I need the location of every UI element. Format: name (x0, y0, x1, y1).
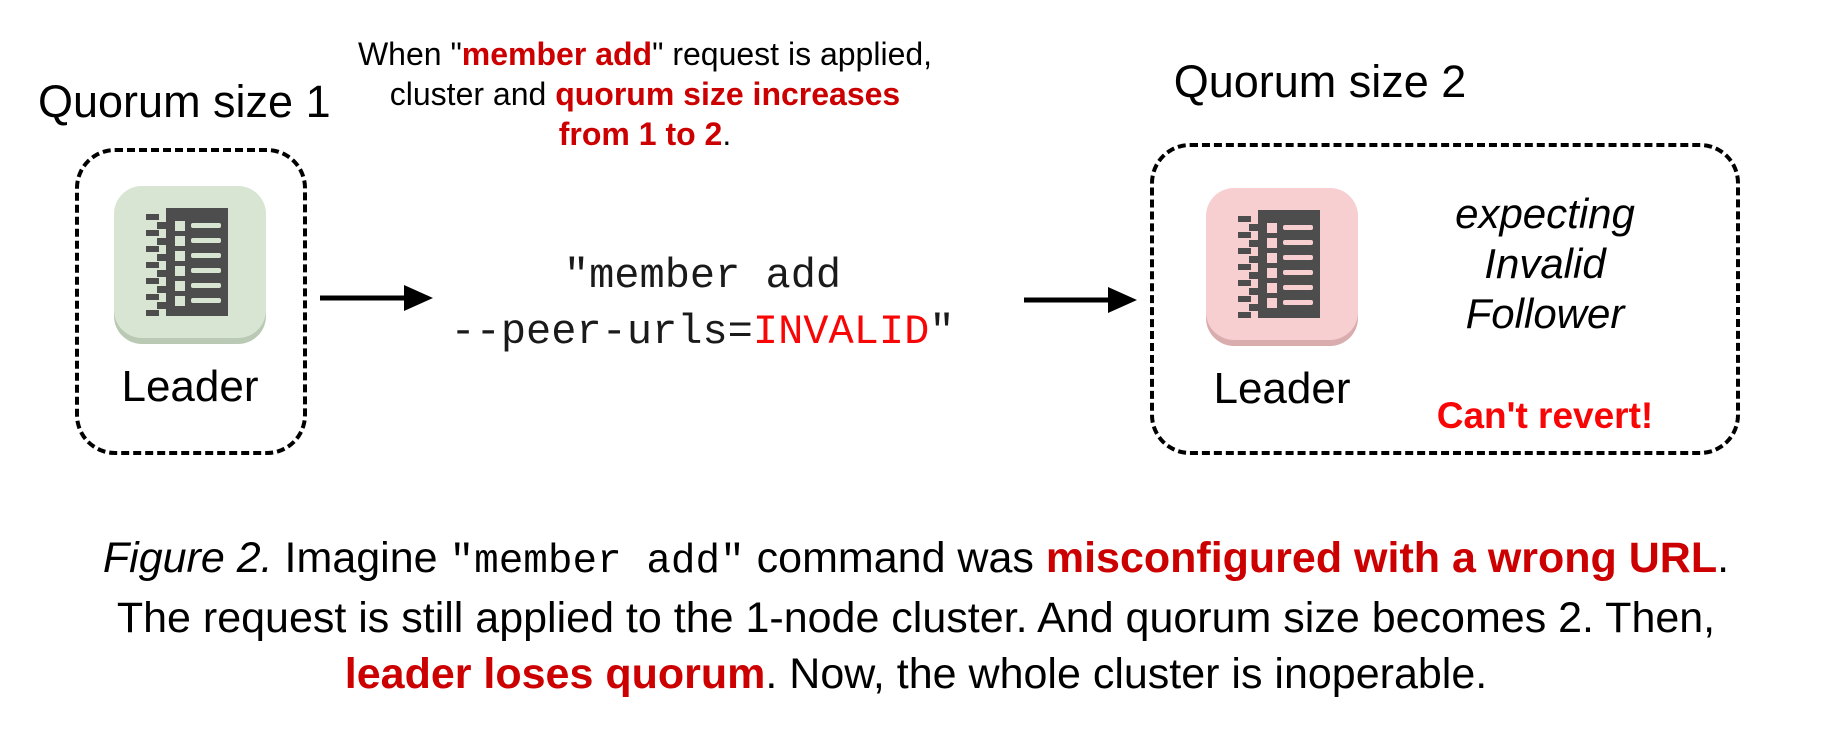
quorum-size-2-title: Quorum size 2 (1173, 56, 1467, 107)
arrow-right-icon (320, 285, 433, 311)
invalid-url-highlight: INVALID (752, 308, 930, 356)
expecting-invalid-follower-text: expecting Invalid Follower (1455, 190, 1635, 337)
command-line-1: "member add (563, 252, 842, 300)
figure-caption: Figure 2. Imagine "member add" command w… (0, 530, 1832, 702)
etcd-node-icon (114, 186, 266, 338)
member-add-command: "member add --peer-urls=INVALID" (420, 248, 985, 360)
member-add-highlight: member add (461, 36, 653, 72)
leader-node-failed: Leader (1206, 188, 1358, 414)
caption-line-3: leader loses quorum. Now, the whole clus… (344, 650, 1488, 698)
cant-revert-warning: Can't revert! (1436, 395, 1654, 436)
misconfigured-highlight: misconfigured with a wrong URL (1045, 534, 1718, 582)
ledger-list-icon (146, 208, 228, 316)
annotation-line-3: from 1 to 2. (558, 116, 732, 152)
quorum-increase-highlight: quorum size increases (555, 76, 901, 112)
member-add-code: "member add" (449, 539, 745, 585)
caption-line-2: The request is still applied to the 1-no… (116, 594, 1716, 642)
annotation-line-1: When "member add" request is applied, (357, 36, 933, 72)
leader-node-healthy: Leader (114, 186, 266, 412)
command-line-2: --peer-urls=INVALID" (450, 308, 955, 356)
ledger-list-icon (1238, 210, 1320, 318)
quorum-size-1-title: Quorum size 1 (38, 76, 331, 127)
member-add-annotation: When "member add" request is applied, cl… (335, 34, 955, 154)
leader-label: Leader (121, 362, 259, 411)
figure-number: Figure 2. (102, 534, 273, 582)
etcd-node-icon (1206, 188, 1358, 340)
caption-line-1: Figure 2. Imagine "member add" command w… (102, 534, 1730, 585)
left-cluster-box: Leader (75, 148, 307, 455)
loses-quorum-highlight: leader loses quorum (344, 650, 766, 698)
arrow-right-icon (1024, 287, 1137, 313)
annotation-line-2: cluster and quorum size increases (389, 76, 901, 112)
right-cluster-box: Leader expecting Invalid Follower Can't … (1150, 143, 1740, 455)
leader-label: Leader (1213, 364, 1351, 413)
